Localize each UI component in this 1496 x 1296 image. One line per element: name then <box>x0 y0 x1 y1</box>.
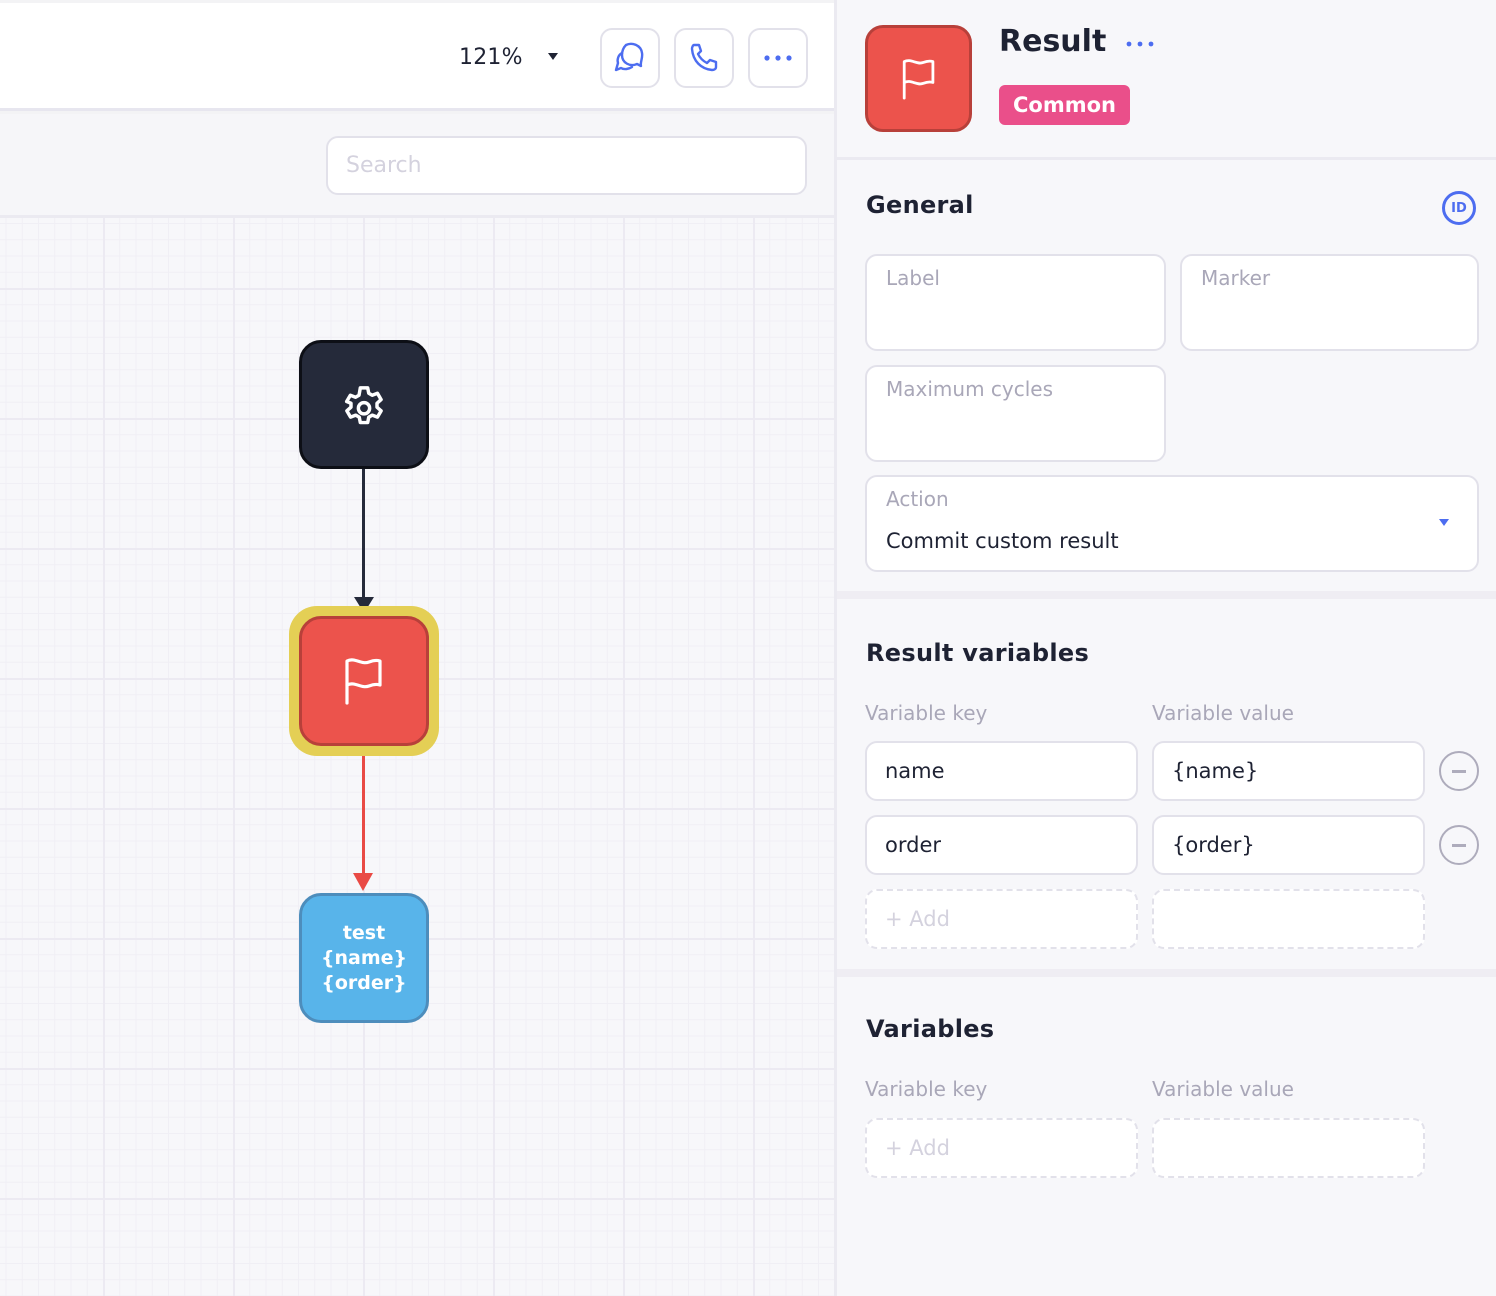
flag-icon <box>345 658 382 705</box>
add-result-variable-value[interactable] <box>1152 889 1425 949</box>
column-header-value: Variable value <box>1152 701 1294 725</box>
add-result-variable-key[interactable]: + Add <box>865 889 1138 949</box>
node-more-button[interactable] <box>1123 32 1157 56</box>
category-badge: Common <box>999 85 1130 125</box>
field-label: Maximum cycles <box>886 377 1054 401</box>
section-variables: Variables Variable key Variable value + … <box>837 985 1496 1296</box>
minus-icon <box>1452 769 1466 773</box>
field-value: Commit custom result <box>886 529 1119 553</box>
properties-panel: Result Common General ID Label Marker Ma… <box>834 0 1496 1296</box>
result-variable-value-input[interactable]: {name} <box>1152 741 1425 801</box>
add-variable-key[interactable]: + Add <box>865 1118 1138 1178</box>
field-label: Label <box>886 266 940 290</box>
result-variable-value-input[interactable]: {order} <box>1152 815 1425 875</box>
action-select[interactable]: Action Commit custom result <box>865 475 1479 572</box>
more-horizontal-icon <box>1126 41 1154 47</box>
remove-row-button[interactable] <box>1439 751 1479 791</box>
call-button[interactable] <box>674 28 734 88</box>
arrow-head-icon <box>353 873 373 891</box>
node-text-line: test <box>342 921 386 944</box>
field-label: Marker <box>1201 266 1271 290</box>
node-text-line: {name} <box>320 946 408 969</box>
edge-start-to-result[interactable] <box>362 469 365 601</box>
more-options-button[interactable] <box>748 28 808 88</box>
label-field[interactable]: Label <box>865 254 1166 351</box>
phone-icon <box>690 43 718 72</box>
result-variable-key-input[interactable]: order <box>865 815 1138 875</box>
search-input[interactable] <box>326 136 807 195</box>
panel-header: Result Common <box>837 0 1496 160</box>
search-bar <box>0 114 834 218</box>
zoom-level-select[interactable]: 121% <box>452 37 572 77</box>
marker-field[interactable]: Marker <box>1180 254 1479 351</box>
caret-down-icon <box>1439 519 1449 526</box>
column-header-key: Variable key <box>865 701 988 725</box>
edge-result-to-test[interactable] <box>362 756 365 878</box>
column-header-key: Variable key <box>865 1077 988 1101</box>
node-test-output[interactable]: test {name} {order} <box>299 893 429 1023</box>
node-title: Result <box>999 24 1107 59</box>
section-title: General <box>866 191 974 219</box>
column-header-value: Variable value <box>1152 1077 1294 1101</box>
field-label: Action <box>886 487 949 511</box>
remove-row-button[interactable] <box>1439 825 1479 865</box>
node-result[interactable] <box>299 616 429 746</box>
flag-icon <box>902 58 934 100</box>
section-result-variables: Result variables Variable key Variable v… <box>837 607 1496 977</box>
caret-down-icon <box>548 53 558 60</box>
result-node-icon <box>865 25 972 132</box>
flow-editor: 121% <box>0 3 834 1296</box>
chat-bubbles-icon <box>614 42 644 72</box>
node-start-settings[interactable] <box>299 340 429 469</box>
zoom-level-value: 121% <box>459 44 523 70</box>
result-variable-key-input[interactable]: name <box>865 741 1138 801</box>
section-general: General ID Label Marker Maximum cycles A… <box>837 163 1496 599</box>
gear-icon <box>344 385 383 424</box>
id-icon[interactable]: ID <box>1442 191 1476 225</box>
chat-button[interactable] <box>600 28 660 88</box>
more-horizontal-icon <box>764 55 792 61</box>
node-text-line: {order} <box>321 971 407 994</box>
top-toolbar: 121% <box>0 3 834 111</box>
minus-icon <box>1452 843 1466 847</box>
maximum-cycles-field[interactable]: Maximum cycles <box>865 365 1166 462</box>
section-title: Result variables <box>866 639 1090 667</box>
section-title: Variables <box>866 1015 995 1043</box>
add-variable-value[interactable] <box>1152 1118 1425 1178</box>
